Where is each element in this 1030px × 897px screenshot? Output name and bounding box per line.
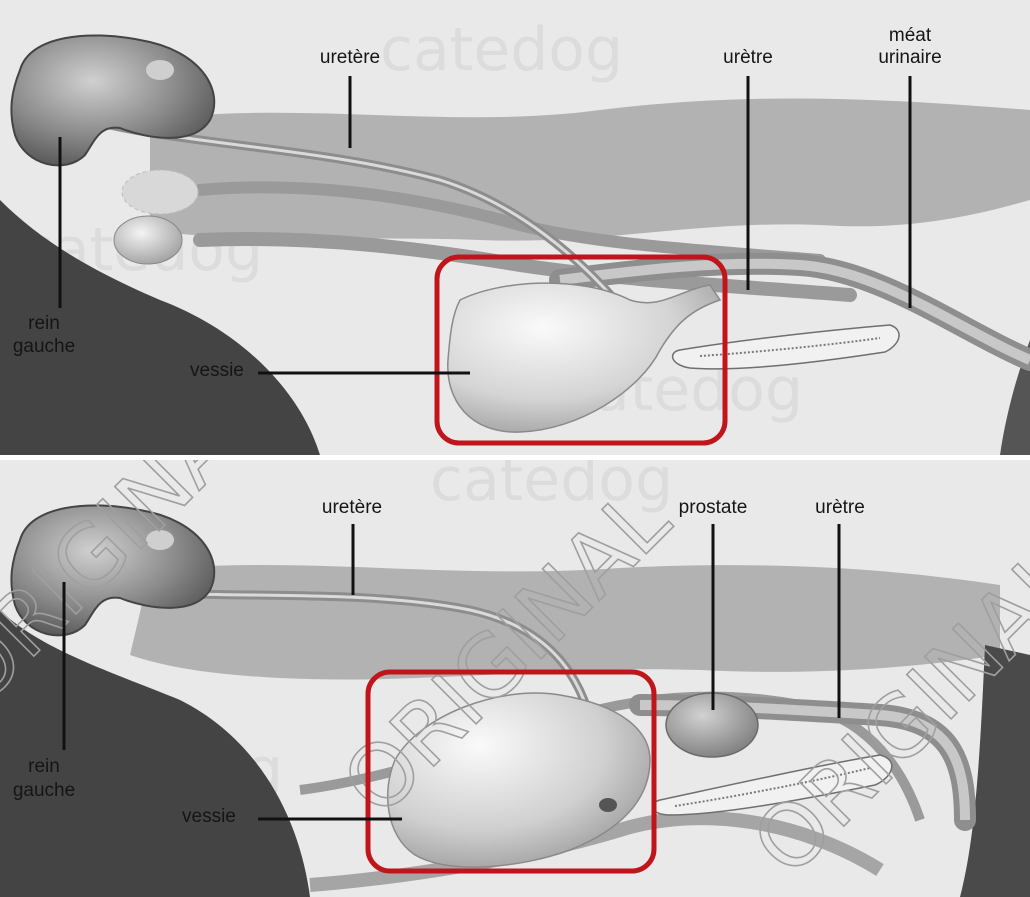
- label-kidney-line2: gauche: [13, 336, 75, 358]
- intestine-band: [150, 98, 1030, 240]
- label-kidney-line1: rein: [28, 313, 60, 335]
- panel-divider: [0, 455, 1030, 460]
- label-prostate: prostate: [679, 497, 748, 519]
- female-urinary-diagram: catedog catedog catedog: [0, 0, 1030, 455]
- ureter-opening: [599, 798, 617, 812]
- watermark-text: catedog: [380, 15, 623, 85]
- label-meatus-line2: urinaire: [878, 47, 941, 69]
- ovary-dashed: [122, 170, 198, 214]
- label-bladder: vessie: [190, 360, 244, 382]
- ovary: [114, 216, 182, 264]
- label-meatus-line1: méat: [889, 25, 931, 47]
- label-kidney-line2: gauche: [13, 780, 75, 802]
- male-anatomy-illustration: catedog catedog catedog ORIGINAL: [0, 460, 1030, 897]
- male-urinary-diagram: catedog catedog catedog ORIGINAL: [0, 460, 1030, 897]
- label-kidney-line1: rein: [28, 756, 60, 778]
- kidney-highlight: [146, 60, 174, 80]
- female-anatomy-illustration: catedog catedog catedog: [0, 0, 1030, 455]
- label-urethra: urètre: [815, 497, 865, 519]
- label-urethra: urètre: [723, 47, 773, 69]
- label-bladder: vessie: [182, 806, 236, 828]
- label-ureter: uretère: [322, 497, 382, 519]
- label-ureter: uretère: [320, 47, 380, 69]
